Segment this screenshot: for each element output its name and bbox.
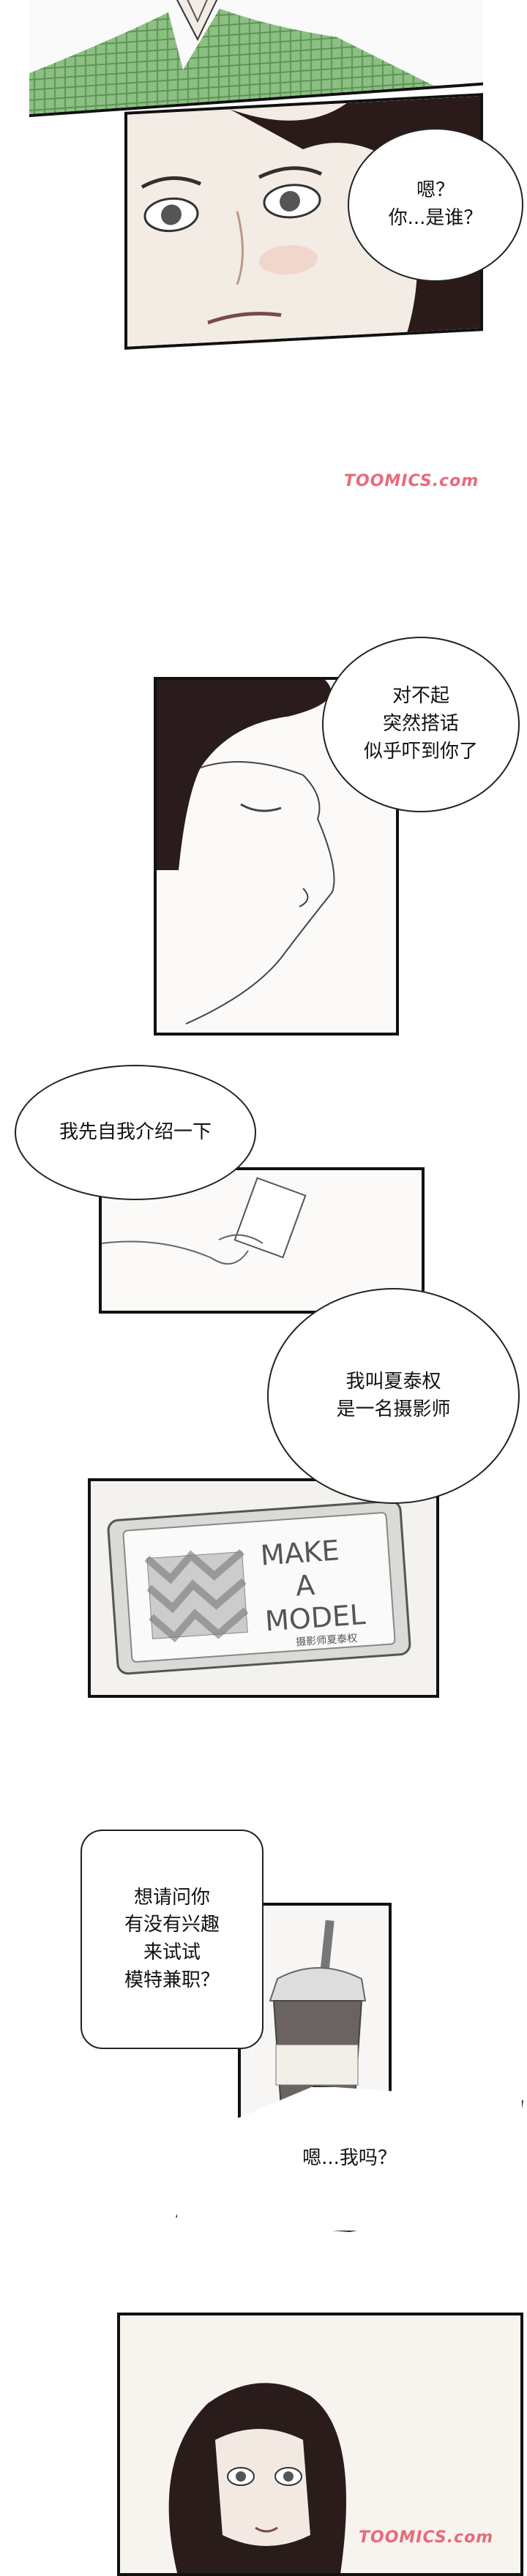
hand-holding-card-illustration	[102, 1170, 422, 1311]
speech-text: 想请问你 有没有兴趣 来试试 模特兼职？	[124, 1886, 220, 1991]
speech-text: 我叫夏泰权 是一名摄影师	[336, 1370, 451, 1420]
speech-bubble-me: 嗯...我吗？	[176, 2086, 523, 2232]
speech-text: 嗯...我吗？	[302, 2147, 397, 2170]
speech-text: 嗯？ 你...是谁？	[388, 179, 483, 229]
card-line3: MODEL	[264, 1598, 367, 1637]
toomics-watermark-logo-bottom: TOOMICS.com	[359, 2528, 494, 2547]
panel-business-card: MAKE A MODEL 摄影师夏泰权	[88, 1478, 439, 1698]
toomics-watermark-logo: TOOMICS.com	[344, 472, 479, 490]
speech-bubble-introduce: 我先自我介绍一下	[15, 1065, 256, 1200]
card-subtitle: 摄影师夏泰权	[296, 1633, 358, 1649]
card-line2: A	[294, 1569, 315, 1603]
shirt-illustration	[29, 0, 439, 117]
speech-bubble-photographer: 我叫夏泰权 是一名摄影师	[267, 1288, 520, 1504]
speech-bubble-model-offer: 想请问你 有没有兴趣 来试试 模特兼职？	[81, 1830, 264, 2049]
card-line1: MAKE	[259, 1534, 340, 1571]
speech-bubble-who-are-you: 嗯？ 你...是谁？	[348, 128, 523, 282]
speech-bubble-sorry: 对不起 突然搭话 似乎吓到你了	[322, 637, 520, 812]
panel-woman-surprised	[117, 2313, 523, 2576]
woman-surprised-illustration	[120, 2315, 520, 2573]
business-card-illustration: MAKE A MODEL 摄影师夏泰权	[91, 1481, 436, 1695]
speech-text: 对不起 突然搭话 似乎吓到你了	[363, 685, 478, 763]
panel-top-shirt	[29, 0, 483, 117]
speech-text: 我先自我介绍一下	[59, 1120, 212, 1143]
